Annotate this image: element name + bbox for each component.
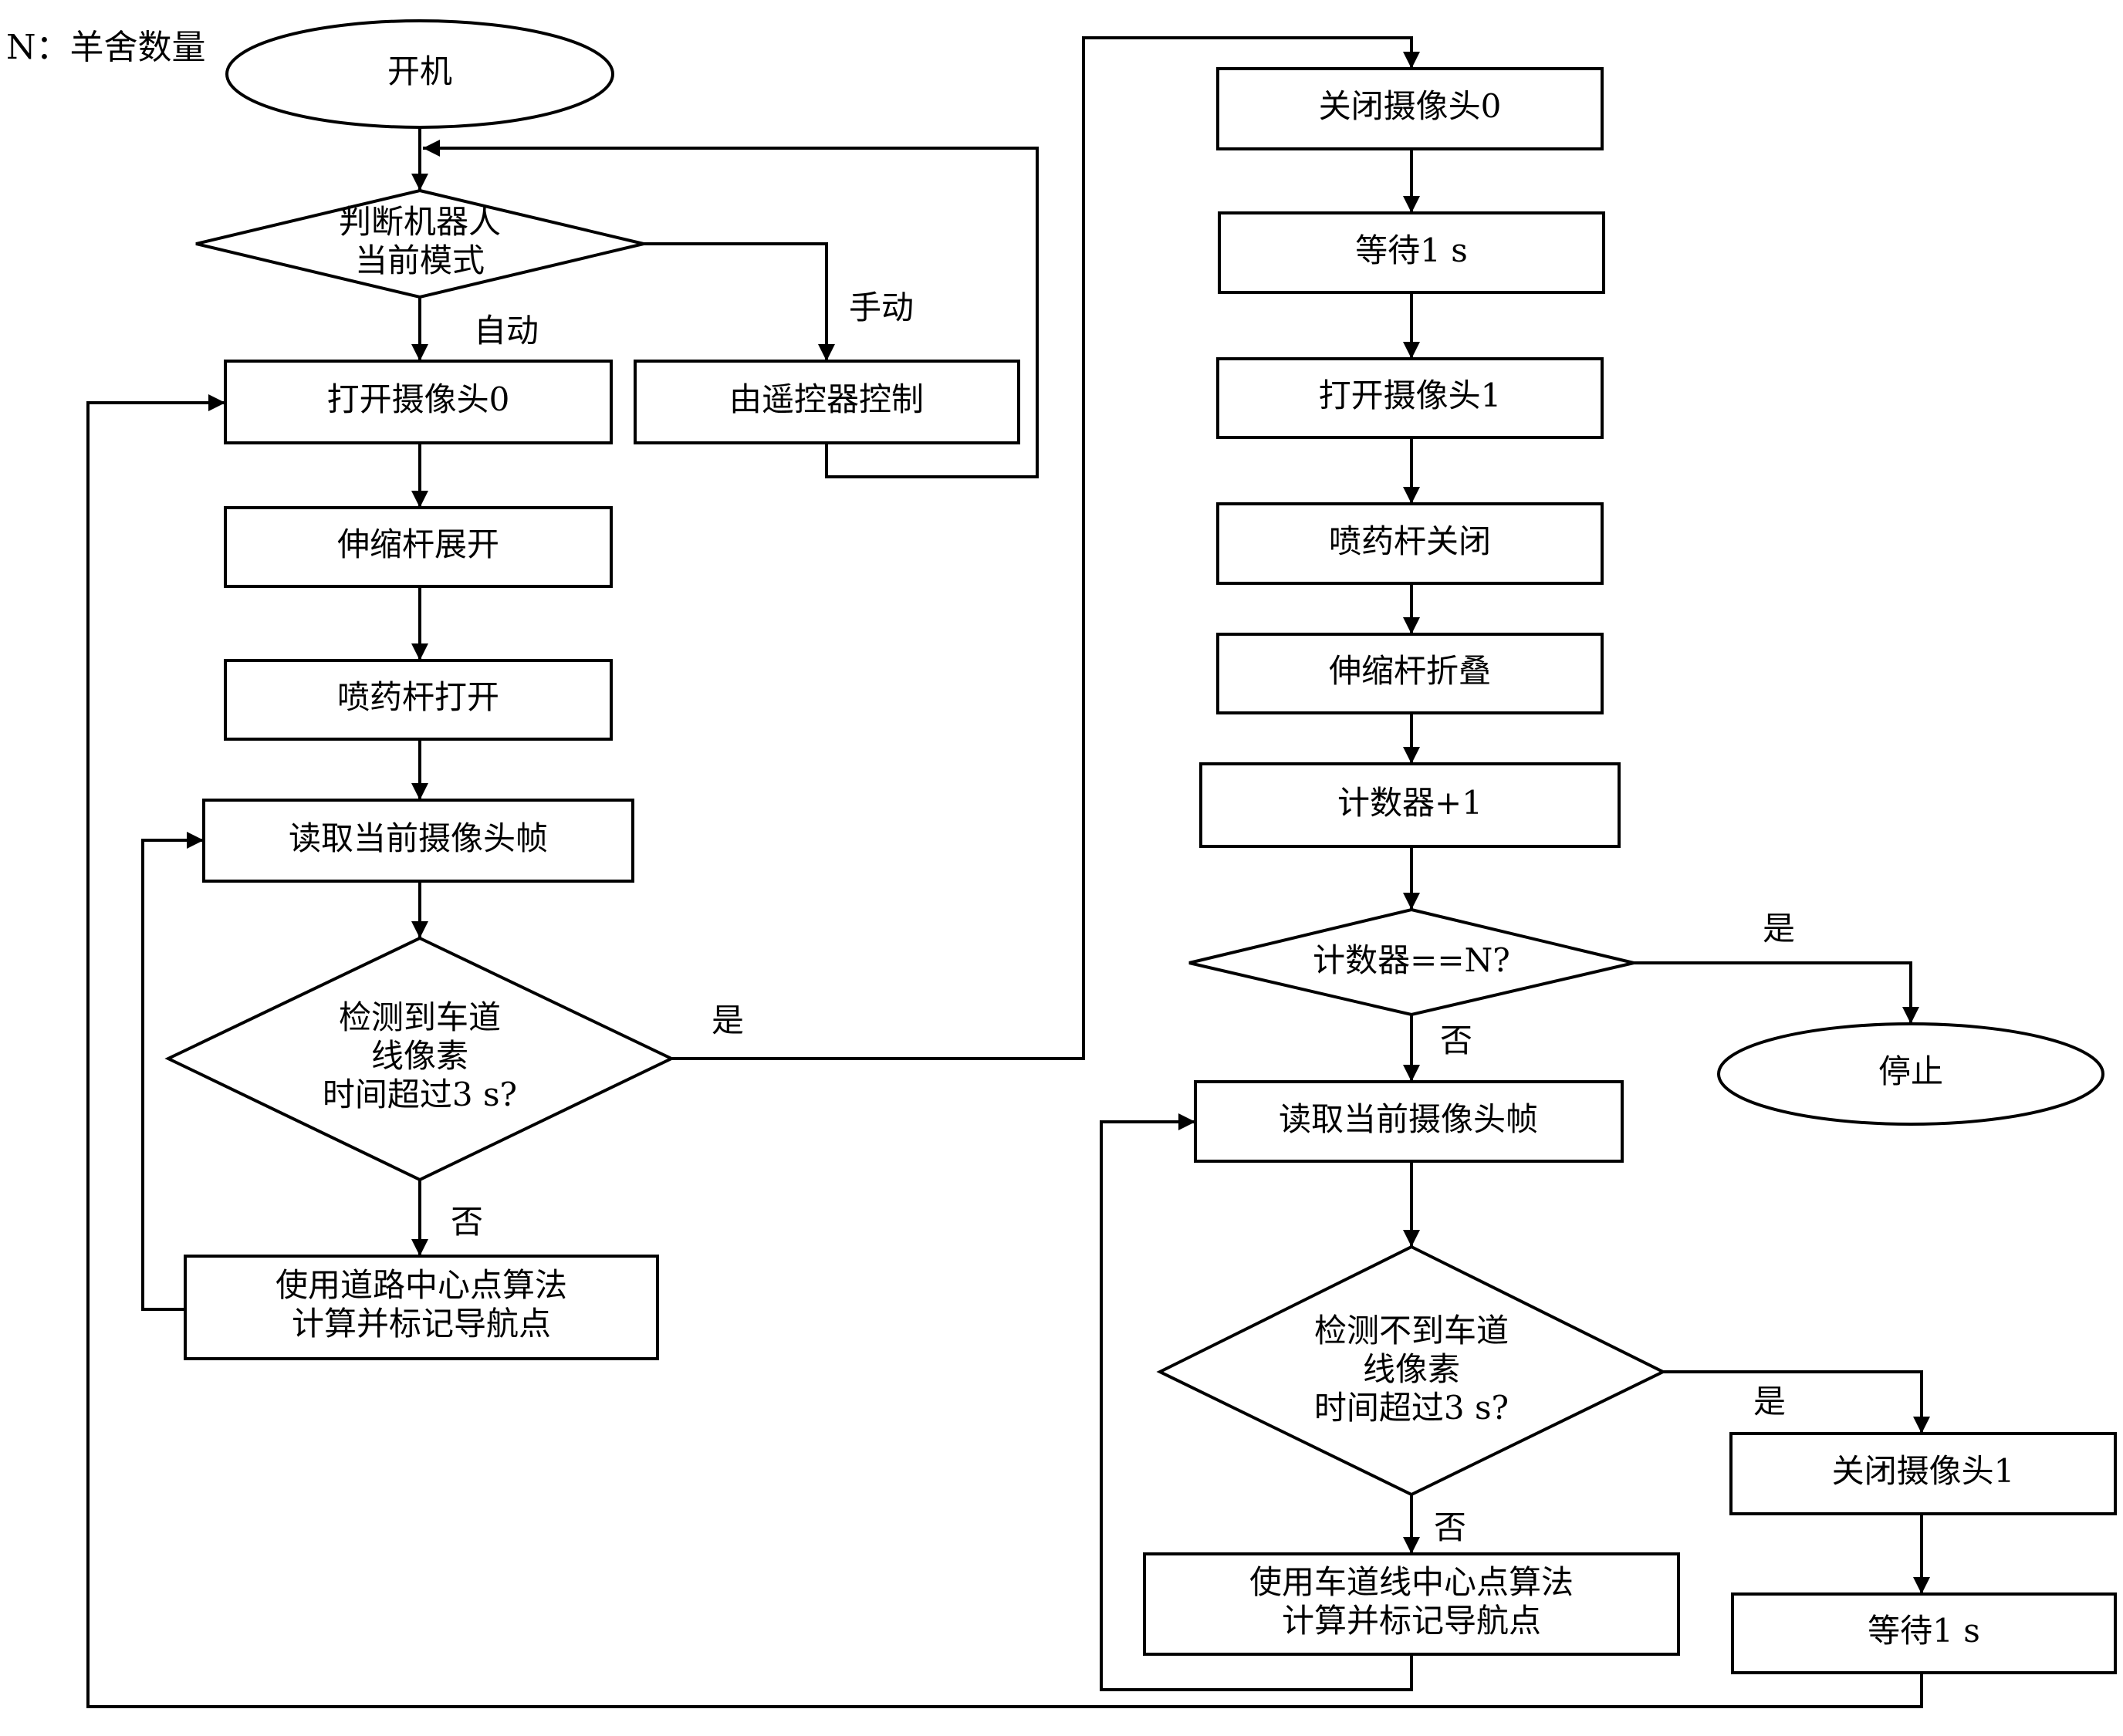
edge-detect-no-lane-yes-to-cam1-close <box>1663 1370 1930 1434</box>
edge-lane-center-loop-back <box>1100 1113 1413 1691</box>
edge-check-yes-to-stop <box>1634 961 1919 1024</box>
node-spray-close: 喷药杆关闭 <box>1216 502 1604 585</box>
edge-label-counter-yes: 是 <box>1763 910 1795 947</box>
edge-remote-loop-back <box>423 140 1039 478</box>
node-wait-2-label: 等待1 s <box>1868 1612 1980 1650</box>
node-stop-label: 停止 <box>1878 1052 1943 1090</box>
node-mode-check-label-line: 判断机器人 <box>339 203 501 241</box>
node-detect-no-lane: 检测不到车道线像素时间超过3 s? <box>1156 1245 1667 1497</box>
node-lane-center-label: 使用车道线中心点算法计算并标记导航点 <box>1249 1563 1574 1640</box>
node-start-label-line: 开机 <box>387 52 452 90</box>
node-detect-lane-label-line: 线像素 <box>371 1037 468 1075</box>
node-remote-label: 由遥控器控制 <box>729 380 924 418</box>
node-cam1-open: 打开摄像头1 <box>1216 357 1604 439</box>
edge-label-no-lane-yes: 是 <box>1753 1383 1786 1420</box>
node-rod-fold: 伸缩杆折叠 <box>1216 633 1604 714</box>
node-stop: 停止 <box>1717 1022 2104 1126</box>
connectors <box>86 36 1930 1708</box>
node-cam0-close-label-line: 关闭摄像头0 <box>1319 87 1502 125</box>
node-spray-open: 喷药杆打开 <box>224 659 613 741</box>
node-rod-extend: 伸缩杆展开 <box>224 506 613 588</box>
edge-label-detect-no: 否 <box>451 1203 483 1241</box>
node-counter-check-label-line: 计数器==N? <box>1313 941 1510 979</box>
node-spray-open-label: 喷药杆打开 <box>337 678 499 716</box>
edge-detect-yes-to-cam0-close <box>671 36 1420 1060</box>
node-detect-no-lane-label-line: 检测不到车道 <box>1314 1312 1509 1349</box>
edge-label-manual: 手动 <box>849 289 914 326</box>
node-mode-check-label: 判断机器人当前模式 <box>339 203 501 279</box>
node-read-frame-1: 读取当前摄像头帧 <box>202 799 634 883</box>
node-wait-1: 等待1 s <box>1218 211 1605 294</box>
node-detect-no-lane-label: 检测不到车道线像素时间超过3 s? <box>1314 1312 1509 1427</box>
node-remote-label-line: 由遥控器控制 <box>729 380 924 418</box>
node-detect-lane-label-line: 时间超过3 s? <box>323 1076 517 1113</box>
legend-text: N：羊舍数量 <box>6 28 206 67</box>
node-cam0-open-label-line: 打开摄像头0 <box>327 380 510 418</box>
node-cam0-close: 关闭摄像头0 <box>1216 67 1604 150</box>
node-lane-center-label-line: 计算并标记导航点 <box>1282 1602 1541 1640</box>
node-cam1-close-label-line: 关闭摄像头1 <box>1832 1452 2015 1490</box>
node-read-frame-2: 读取当前摄像头帧 <box>1194 1080 1624 1163</box>
node-cam1-open-label-line: 打开摄像头1 <box>1319 377 1502 414</box>
node-counter-inc-label: 计数器+1 <box>1337 784 1482 822</box>
node-detect-lane-label-line: 检测到车道 <box>339 998 501 1036</box>
edge-mode-to-remote-manual <box>644 242 835 361</box>
node-read-frame-1-label-line: 读取当前摄像头帧 <box>289 819 548 857</box>
node-read-frame-2-label-line: 读取当前摄像头帧 <box>1279 1100 1538 1138</box>
node-road-center: 使用道路中心点算法计算并标记导航点 <box>184 1255 659 1360</box>
node-lane-center-label-line: 使用车道线中心点算法 <box>1249 1563 1574 1601</box>
node-start-label: 开机 <box>387 52 452 90</box>
node-rod-fold-label-line: 伸缩杆折叠 <box>1329 652 1491 690</box>
edge-label-no-lane-no: 否 <box>1434 1508 1466 1546</box>
node-road-center-label-line: 计算并标记导航点 <box>292 1305 551 1343</box>
edge-labels: 自动 手动 是 否 是 否 是 否 <box>451 289 1795 1546</box>
node-spray-close-label: 喷药杆关闭 <box>1329 522 1491 560</box>
node-cam1-close: 关闭摄像头1 <box>1729 1432 2117 1515</box>
node-spray-open-label-line: 喷药杆打开 <box>337 678 499 716</box>
node-counter-check: 计数器==N? <box>1188 907 1635 1017</box>
edge-road-center-loop-back <box>141 832 204 1311</box>
edge-wait-loop-to-cam0-open <box>86 394 1923 1708</box>
node-wait-1-label: 等待1 s <box>1355 231 1468 269</box>
node-stop-label-line: 停止 <box>1878 1052 1943 1090</box>
node-spray-close-label-line: 喷药杆关闭 <box>1329 522 1491 560</box>
node-rod-extend-label: 伸缩杆展开 <box>337 525 499 563</box>
node-cam0-open-label: 打开摄像头0 <box>327 380 510 418</box>
node-wait-1-label-line: 等待1 s <box>1355 231 1468 269</box>
node-wait-2-label-line: 等待1 s <box>1868 1612 1980 1650</box>
node-cam1-close-label: 关闭摄像头1 <box>1832 1452 2015 1490</box>
node-cam0-close-label: 关闭摄像头0 <box>1319 87 1502 125</box>
node-read-frame-1-label: 读取当前摄像头帧 <box>289 819 548 857</box>
node-wait-2: 等待1 s <box>1731 1592 2117 1674</box>
node-cam1-open-label: 打开摄像头1 <box>1319 377 1502 414</box>
node-detect-lane-label: 检测到车道线像素时间超过3 s? <box>323 998 517 1113</box>
node-counter-check-label: 计数器==N? <box>1313 941 1510 979</box>
node-lane-center: 使用车道线中心点算法计算并标记导航点 <box>1143 1552 1680 1656</box>
node-cam0-open: 打开摄像头0 <box>224 360 613 444</box>
edge-label-counter-no: 否 <box>1440 1022 1472 1059</box>
node-counter-inc: 计数器+1 <box>1199 762 1621 848</box>
node-counter-inc-label-line: 计数器+1 <box>1337 784 1482 822</box>
node-detect-no-lane-label-line: 线像素 <box>1363 1350 1460 1388</box>
node-remote: 由遥控器控制 <box>634 360 1020 444</box>
node-detect-no-lane-label-line: 时间超过3 s? <box>1314 1389 1509 1427</box>
node-start: 开机 <box>225 19 614 129</box>
node-rod-fold-label: 伸缩杆折叠 <box>1329 652 1491 690</box>
edge-label-detect-yes: 是 <box>712 1001 744 1039</box>
node-rod-extend-label-line: 伸缩杆展开 <box>337 525 499 563</box>
node-road-center-label: 使用道路中心点算法计算并标记导航点 <box>276 1266 567 1343</box>
node-detect-lane: 检测到车道线像素时间超过3 s? <box>164 936 675 1182</box>
node-read-frame-2-label: 读取当前摄像头帧 <box>1279 1100 1538 1138</box>
node-road-center-label-line: 使用道路中心点算法 <box>276 1266 567 1304</box>
edge-label-auto: 自动 <box>474 312 539 350</box>
node-mode-check: 判断机器人当前模式 <box>195 188 644 299</box>
node-mode-check-label-line: 当前模式 <box>355 241 485 279</box>
